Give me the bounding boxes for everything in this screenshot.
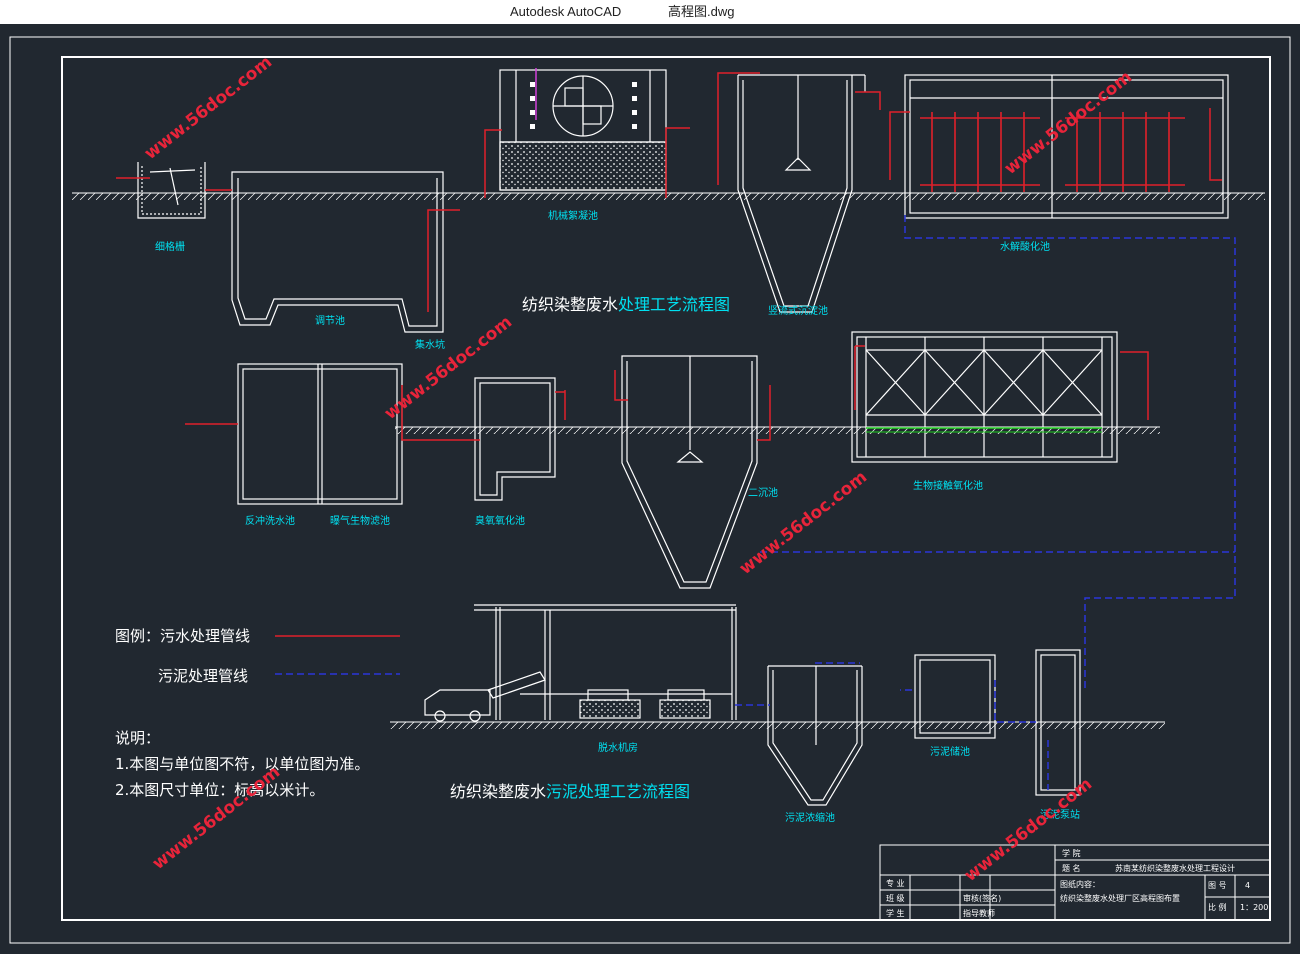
- title-block: [879, 844, 1271, 921]
- mixing-tank: [499, 69, 667, 191]
- watermark-5: www.56doc.com: [149, 762, 284, 874]
- watermark-3: www.56doc.com: [381, 312, 516, 424]
- label-screen: 细格栅: [155, 240, 185, 253]
- biocontact-tank: [851, 331, 1118, 463]
- svg-text:审核(签名): 审核(签名): [963, 893, 1001, 903]
- app-title: Autodesk AutoCAD: [510, 4, 622, 19]
- vertical-settler: [737, 74, 866, 313]
- label-dewatering: 脱水机房: [598, 741, 638, 754]
- svg-text:苏南某纺织染整废水处理工程设计: 苏南某纺织染整废水处理工程设计: [1115, 863, 1235, 873]
- process-title: 纺织染整废水处理工艺流程图: [522, 295, 730, 314]
- unit-labels: 细格栅 调节池 集水坑 机械絮凝池 竖流式沉淀池 水解酸化池 生物接触氧化池 二…: [155, 209, 1080, 824]
- label-thickener: 污泥浓缩池: [785, 811, 835, 824]
- svg-text:班 级: 班 级: [886, 893, 905, 903]
- svg-text:1：200: 1：200: [1240, 903, 1268, 912]
- svg-text:专 业: 专 业: [886, 878, 905, 888]
- svg-text:4: 4: [1245, 881, 1250, 890]
- cad-drawing: 细格栅 调节池 集水坑 机械絮凝池 竖流式沉淀池 水解酸化池 生物接触氧化池 二…: [9, 36, 1291, 944]
- ozone-tank: [474, 377, 556, 501]
- inner-frame: [61, 56, 1271, 921]
- ground-lines: [72, 192, 1265, 729]
- svg-text:纺织染整废水处理厂区高程图布置: 纺织染整废水处理厂区高程图布置: [1060, 893, 1180, 903]
- sludge-thickener: [767, 665, 863, 806]
- notes: 说明： 1.本图与单位图不符，以单位图为准。 2.本图尺寸单位：标高以米计。: [115, 729, 369, 799]
- equalization-tank: [231, 171, 444, 333]
- notes-line2: 2.本图尺寸单位：标高以米计。: [115, 781, 324, 799]
- label-backwash: 反冲洗水池: [245, 514, 295, 527]
- dewatering-house: [424, 604, 737, 722]
- title-block-text: 学 院 题 名 苏南某纺织染整废水处理工程设计 图纸内容： 纺织染整废水处理厂区…: [886, 848, 1268, 918]
- label-sludge-storage: 污泥储池: [930, 745, 970, 758]
- label-mixing: 机械絮凝池: [548, 209, 598, 222]
- watermark-1: www.56doc.com: [141, 52, 276, 164]
- watermark-4: www.56doc.com: [736, 467, 871, 579]
- label-pump-station: 污泥泵站: [1040, 808, 1080, 821]
- drawing-canvas[interactable]: 细格栅 调节池 集水坑 机械絮凝池 竖流式沉淀池 水解酸化池 生物接触氧化池 二…: [0, 24, 1300, 950]
- label-biocontact: 生物接触氧化池: [913, 479, 983, 492]
- legend: 图例：污水处理管线 污泥处理管线: [115, 627, 400, 685]
- legend-sludge-label: 污泥处理管线: [158, 667, 248, 685]
- label-baf: 曝气生物滤池: [330, 514, 390, 527]
- backwash-baf-tanks: [237, 363, 403, 505]
- label-ozone: 臭氧氧化池: [475, 514, 525, 527]
- fine-screen: [137, 162, 206, 219]
- window-titlebar: Autodesk AutoCAD 高程图.dwg: [0, 0, 1300, 24]
- label-equalization: 调节池: [315, 314, 345, 327]
- hydrolysis-tank: [904, 74, 1229, 219]
- svg-text:指导教师: 指导教师: [963, 908, 995, 918]
- notes-line1: 1.本图与单位图不符，以单位图为准。: [115, 755, 369, 773]
- sludge-lines: [735, 215, 1236, 790]
- row2-sewage-lines: [185, 345, 1149, 441]
- svg-text:题 名: 题 名: [1062, 863, 1081, 873]
- outer-frame: [9, 36, 1291, 944]
- label-sump: 集水坑: [415, 338, 445, 351]
- svg-text:图 号: 图 号: [1208, 881, 1227, 890]
- secondary-clarifier: [621, 355, 758, 589]
- label-secondary: 二沉池: [748, 486, 778, 499]
- svg-text:学 生: 学 生: [886, 908, 905, 918]
- row1-sewage-lines: [116, 72, 1222, 312]
- svg-text:图纸内容：: 图纸内容：: [1060, 879, 1100, 889]
- notes-heading: 说明：: [115, 729, 160, 747]
- file-title: 高程图.dwg: [668, 4, 735, 19]
- sludge-title: 纺织染整废水污泥处理工艺流程图: [450, 782, 690, 801]
- label-vertical-settler: 竖流式沉淀池: [768, 304, 828, 317]
- legend-sewage-label: 图例：污水处理管线: [115, 627, 250, 645]
- svg-text:比 例: 比 例: [1208, 902, 1227, 912]
- svg-text:学 院: 学 院: [1062, 848, 1081, 858]
- label-hydrolysis: 水解酸化池: [1000, 240, 1050, 253]
- watermark-2: www.56doc.com: [1001, 67, 1136, 179]
